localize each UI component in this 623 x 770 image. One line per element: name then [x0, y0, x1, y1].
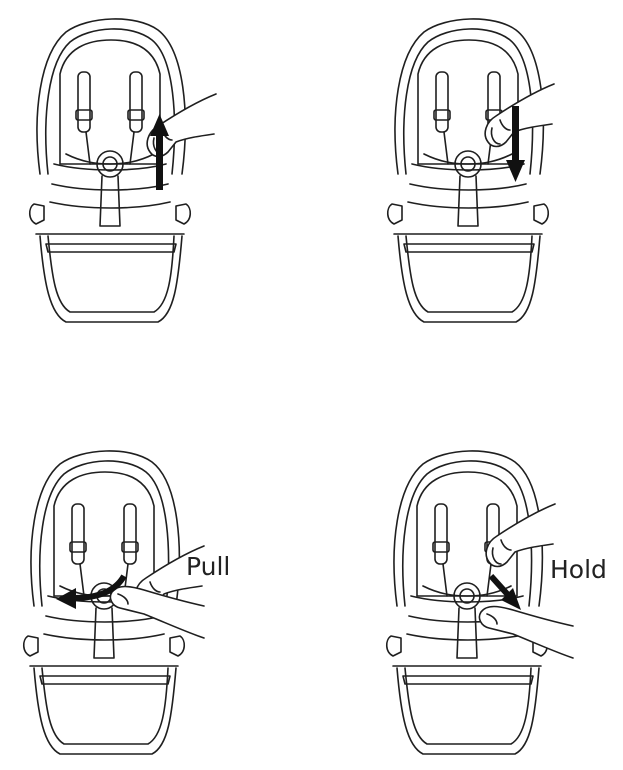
step-panel-3 — [20, 446, 220, 766]
seat-illustration — [22, 450, 205, 755]
seat-illustration — [385, 450, 574, 755]
hand-icon — [478, 605, 574, 659]
seat-illustration — [386, 18, 555, 323]
hand-icon — [485, 503, 556, 568]
step-label-pull: Pull — [186, 552, 231, 581]
step-panel-1 — [26, 14, 246, 344]
arrow-diagonal-icon — [488, 573, 521, 610]
seat-illustration — [28, 18, 217, 323]
hand-icon — [109, 585, 205, 639]
arrow-up-icon — [150, 114, 169, 190]
step-panel-2 — [384, 14, 604, 344]
step-panel-4 — [383, 446, 583, 766]
curved-arrow-left-icon — [56, 574, 127, 609]
arrow-down-icon — [506, 106, 525, 182]
step-label-hold: Hold — [550, 555, 607, 584]
